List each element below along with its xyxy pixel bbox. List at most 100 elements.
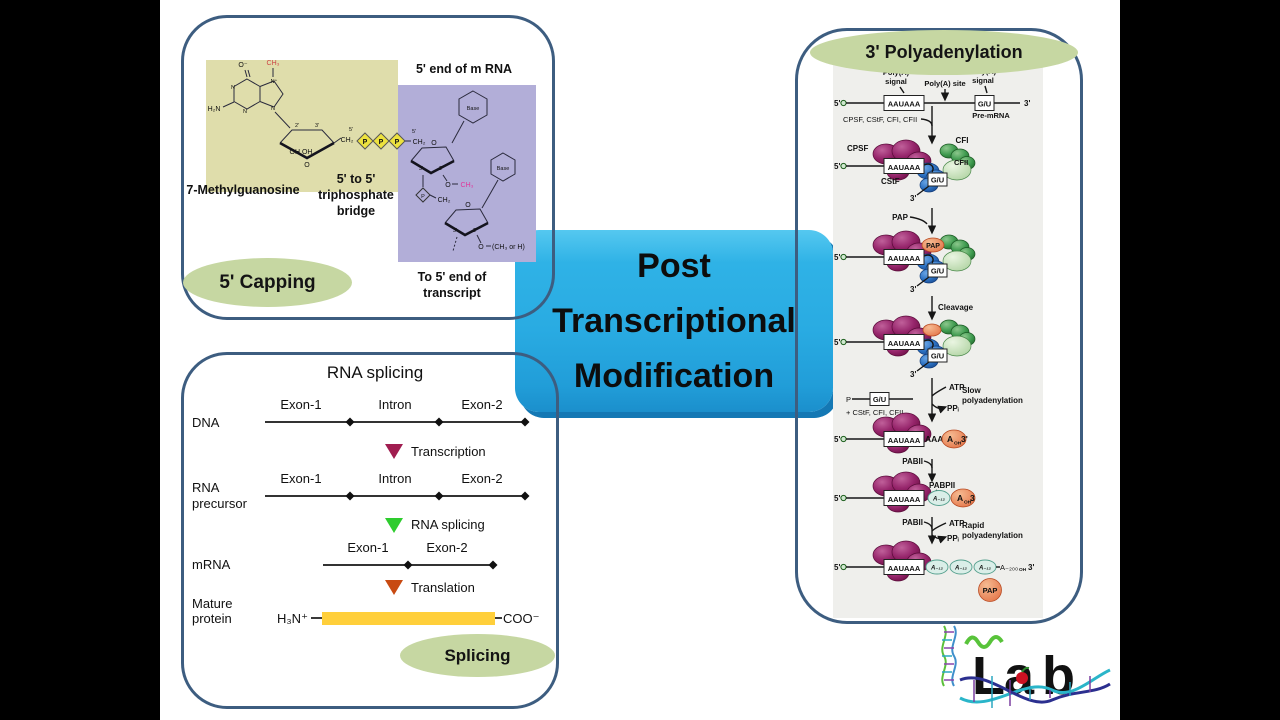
splicing-badge-label: Splicing xyxy=(444,645,511,665)
amino-label: H₂N xyxy=(208,106,221,113)
n-label: N xyxy=(271,106,275,112)
exon2-label: Exon-2 xyxy=(426,540,467,555)
translation-arrow xyxy=(385,580,403,595)
pap-label: PAP xyxy=(892,213,909,222)
caterpillar-icon xyxy=(964,635,1004,649)
a-label: A xyxy=(957,493,963,503)
exon2-label: Exon-2 xyxy=(461,397,502,412)
a12-label: A₋₁₂ xyxy=(932,497,946,503)
phosphate-p: P xyxy=(421,194,425,200)
rna-splicing-label: RNA splicing xyxy=(411,517,485,532)
n-label: N xyxy=(231,85,235,91)
pap-enzyme-label: PAP xyxy=(983,586,998,595)
five-prime-label: 5' xyxy=(834,253,840,262)
released-factors-label: + CStF, CFI, CFII xyxy=(846,408,903,417)
n-terminus-label: H₃N⁺ xyxy=(277,611,308,626)
pabpii-label: PABPII xyxy=(929,481,955,490)
p-label: P xyxy=(846,395,851,404)
a-label: A xyxy=(947,434,953,444)
c-terminus-label: COO⁻ xyxy=(503,611,539,626)
translation-label: Translation xyxy=(411,580,475,595)
two-prime: 2' xyxy=(439,166,443,172)
bridge-label-3: bridge xyxy=(337,204,375,218)
three-prime: 3' xyxy=(315,123,319,129)
five-prime: 5' xyxy=(349,127,353,133)
two-prime: 2' xyxy=(295,123,299,129)
three-prime-label: 3' xyxy=(1024,99,1030,108)
atp-label: ATP xyxy=(949,519,965,528)
dna-helix-swoosh-icon xyxy=(959,668,1111,708)
dna-row: DNA Exon-1 Intron Exon-2 xyxy=(192,397,530,430)
splicing-panel xyxy=(181,352,559,709)
title-line-1: Post xyxy=(637,246,711,285)
cstf-label: CStF xyxy=(881,177,900,186)
mrna-end-label: 5' end of m RNA xyxy=(416,62,512,76)
phosphate-p: P xyxy=(379,139,384,146)
ring-o-label: O xyxy=(465,202,471,209)
methyl-label: CH₃ xyxy=(267,60,280,67)
title-line-3: Modification xyxy=(573,356,775,395)
mature-label: Mature xyxy=(192,596,232,611)
protein-label: protein xyxy=(192,611,232,626)
pathway-background xyxy=(833,62,1043,618)
phosphate-p: P xyxy=(395,139,400,146)
polyadenylation-badge-label: 3' Polyadenylation xyxy=(865,42,1023,62)
transcription-arrow xyxy=(385,444,403,459)
intron-label: Intron xyxy=(378,471,411,486)
title-line-2: Transcriptional xyxy=(552,301,796,340)
capping-badge-label: 5' Capping xyxy=(219,271,316,293)
gu-box-label: G/U xyxy=(978,100,991,109)
polyadenylation-badge: 3' Polyadenylation xyxy=(810,30,1078,75)
apple-leaf-icon xyxy=(1021,666,1030,673)
transcription-label: Transcription xyxy=(411,444,486,459)
ch2-label: CH₂ xyxy=(413,139,426,146)
title-box: Post Transcriptional Modification xyxy=(515,230,833,412)
exon2-label: Exon-2 xyxy=(461,471,502,486)
stage-slow-polyadenylated: 5' AAA A OH 3' xyxy=(834,412,968,454)
mrna-second-nucleotide: O Base 3' 2' O (CH₃ or H) xyxy=(444,152,525,252)
three-prime-label: 3' xyxy=(1028,563,1034,572)
three-prime: 3' xyxy=(419,166,423,172)
polya-site-label: Poly(A) site xyxy=(924,79,965,88)
ring-o-label: O xyxy=(304,162,310,169)
capping-diagram: O⁻ CH₃ N⁺ N N N H₂N 2' 3' OH OH O CH₂ 5' xyxy=(186,60,536,300)
two-prime: 2' xyxy=(473,228,477,234)
capping-badge: 5' Capping xyxy=(183,258,352,307)
five-prime-label: 5' xyxy=(834,99,840,108)
o-label: O xyxy=(478,244,484,251)
ch2-label: CH₂ xyxy=(438,197,451,204)
pap-blob-label: PAP xyxy=(926,243,940,250)
ch2-label: CH₂ xyxy=(341,137,354,144)
n-label: N xyxy=(243,109,247,115)
rapid-polyadenylation-step: PABII ATP PPᵢ Rapid polyadenylation xyxy=(902,517,1023,545)
base-label: Base xyxy=(497,166,510,172)
bridge-label-2: triphosphate xyxy=(318,188,394,202)
oh-label: OH xyxy=(1019,567,1027,573)
mrna-label: mRNA xyxy=(192,557,231,572)
mature-protein-row: Mature protein H₃N⁺ COO⁻ xyxy=(192,596,539,626)
polya-signal-label: signal xyxy=(972,76,994,85)
rna-label: RNA xyxy=(192,480,220,495)
rapid-label: Rapid xyxy=(962,521,984,530)
cfi-label: CFI xyxy=(956,136,969,145)
aauaaa-box-label: AAUAAA xyxy=(888,100,921,109)
oh-oh-label: OH OH xyxy=(290,149,313,156)
methyl-2o-label: CH₃ xyxy=(461,182,474,189)
pabii-label: PABII xyxy=(902,518,923,527)
five-prime-label: 5' xyxy=(834,338,840,347)
five-prime-label: 5' xyxy=(834,435,840,444)
mrna-row: mRNA Exon-1 Exon-2 xyxy=(192,540,498,572)
three-label: 3 xyxy=(970,493,975,503)
stage-pabpii-bound: PABPII 5' A₋₁₂ A OH 3 xyxy=(834,471,976,513)
lab-logo: L a b xyxy=(941,625,1111,708)
aaa-label: AAA xyxy=(925,434,943,444)
bridge-label-1: 5' to 5' xyxy=(337,172,376,186)
a12-label: A₋₁₂ xyxy=(954,566,968,572)
transcript-label-2: transcript xyxy=(423,286,481,300)
gu-box-label: G/U xyxy=(873,395,886,404)
oh-label: OH xyxy=(954,441,962,447)
capping-panel xyxy=(181,15,555,320)
exon1-label: Exon-1 xyxy=(280,397,321,412)
a200-label: A₋₂₀₀ xyxy=(1000,563,1018,572)
five-prime: 5' xyxy=(412,129,416,135)
